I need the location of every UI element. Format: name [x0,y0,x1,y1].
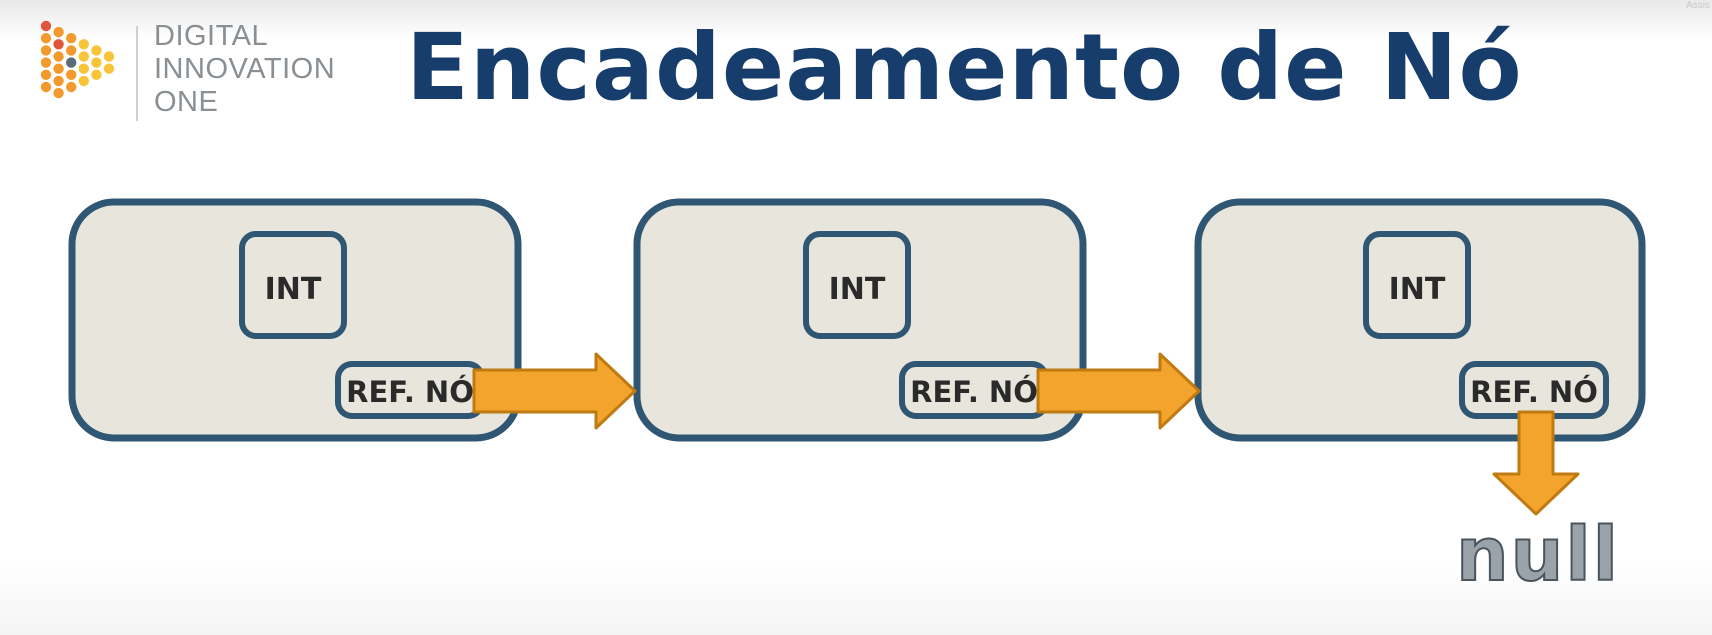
arrow-right-icon [472,352,637,430]
slide-title: Encadeamento de Nó [406,14,1523,121]
logo-dot [103,63,115,74]
logo-dot [78,51,89,62]
logo-dot [53,75,64,87]
dio-play-dots-icon [40,20,115,99]
logo-dot [53,51,64,62]
node-2: INT REF. NÓ [633,198,1087,442]
node-2-ref-label: REF. NÓ [910,375,1038,409]
logo-wordmark: DIGITAL INNOVATION ONE [154,20,335,119]
logo-dot [66,57,77,68]
node-1: INT REF. NÓ [68,198,522,442]
node-2-value-cell [803,231,911,339]
node-1-ref-label: REF. NÓ [346,375,474,409]
logo-dot [103,51,115,62]
logo: DIGITAL INNOVATION ONE [38,18,368,121]
null-terminal-label: null [1456,512,1620,598]
node-1-value-cell [239,231,347,339]
logo-dot [78,39,89,50]
watermark: Assis [1686,0,1710,11]
node-3-value-cell [1363,231,1471,339]
logo-dot [40,45,52,56]
logo-dot [40,33,52,44]
logo-dot [91,45,102,56]
logo-dot [66,69,77,80]
logo-dot [53,26,64,38]
logo-line-2: INNOVATION [154,53,336,85]
logo-dot [78,63,89,74]
logo-dot [40,81,52,93]
logo-dot [91,57,102,68]
logo-dot [40,57,52,68]
arrow-down-icon [1492,410,1580,516]
logo-dot [40,20,52,32]
logo-dot [53,39,64,50]
node-1-value-label: INT [265,272,322,307]
arrow-right-icon [1036,352,1201,430]
logo-divider [136,26,138,121]
node-3: INT REF. NÓ [1194,198,1646,442]
logo-dot [78,75,89,87]
logo-dot [66,33,77,44]
node-3-ref-label: REF. NÓ [1470,375,1598,409]
logo-dot [66,81,77,93]
logo-dot [53,87,64,99]
node-2-value-label: INT [829,272,886,307]
logo-line-3: ONE [154,86,219,118]
logo-dot [91,69,102,80]
logo-dot [40,69,52,80]
node-3-value-label: INT [1389,272,1446,307]
logo-dot [66,45,77,56]
logo-line-1: DIGITAL [154,20,269,52]
logo-dot [53,63,64,74]
